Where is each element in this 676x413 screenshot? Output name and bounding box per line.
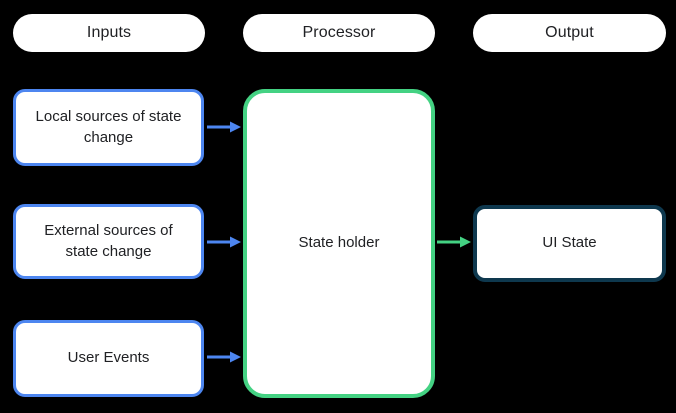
column-header-inputs-label: Inputs bbox=[86, 24, 132, 41]
node-local-sources-of-state-change: Local sources of state change bbox=[13, 89, 204, 166]
column-header-processor-label: Processor bbox=[302, 24, 376, 41]
node-external-sources-of-state-change: External sources of state change bbox=[13, 204, 204, 279]
node-local-sources-label: Local sources of state change bbox=[35, 108, 182, 146]
node-state-holder: State holder bbox=[243, 89, 435, 398]
node-ui-state-label: UI State bbox=[542, 234, 597, 252]
column-header-inputs: Inputs bbox=[13, 14, 205, 52]
node-user-events-label: User Events bbox=[67, 349, 150, 367]
node-state-holder-label: State holder bbox=[298, 234, 380, 252]
column-header-processor: Processor bbox=[243, 14, 435, 52]
node-user-events: User Events bbox=[13, 320, 204, 397]
column-header-output-label: Output bbox=[545, 24, 594, 41]
column-header-output: Output bbox=[473, 14, 666, 52]
node-ui-state: UI State bbox=[473, 205, 666, 282]
node-external-sources-label: External sources of state change bbox=[44, 222, 173, 260]
